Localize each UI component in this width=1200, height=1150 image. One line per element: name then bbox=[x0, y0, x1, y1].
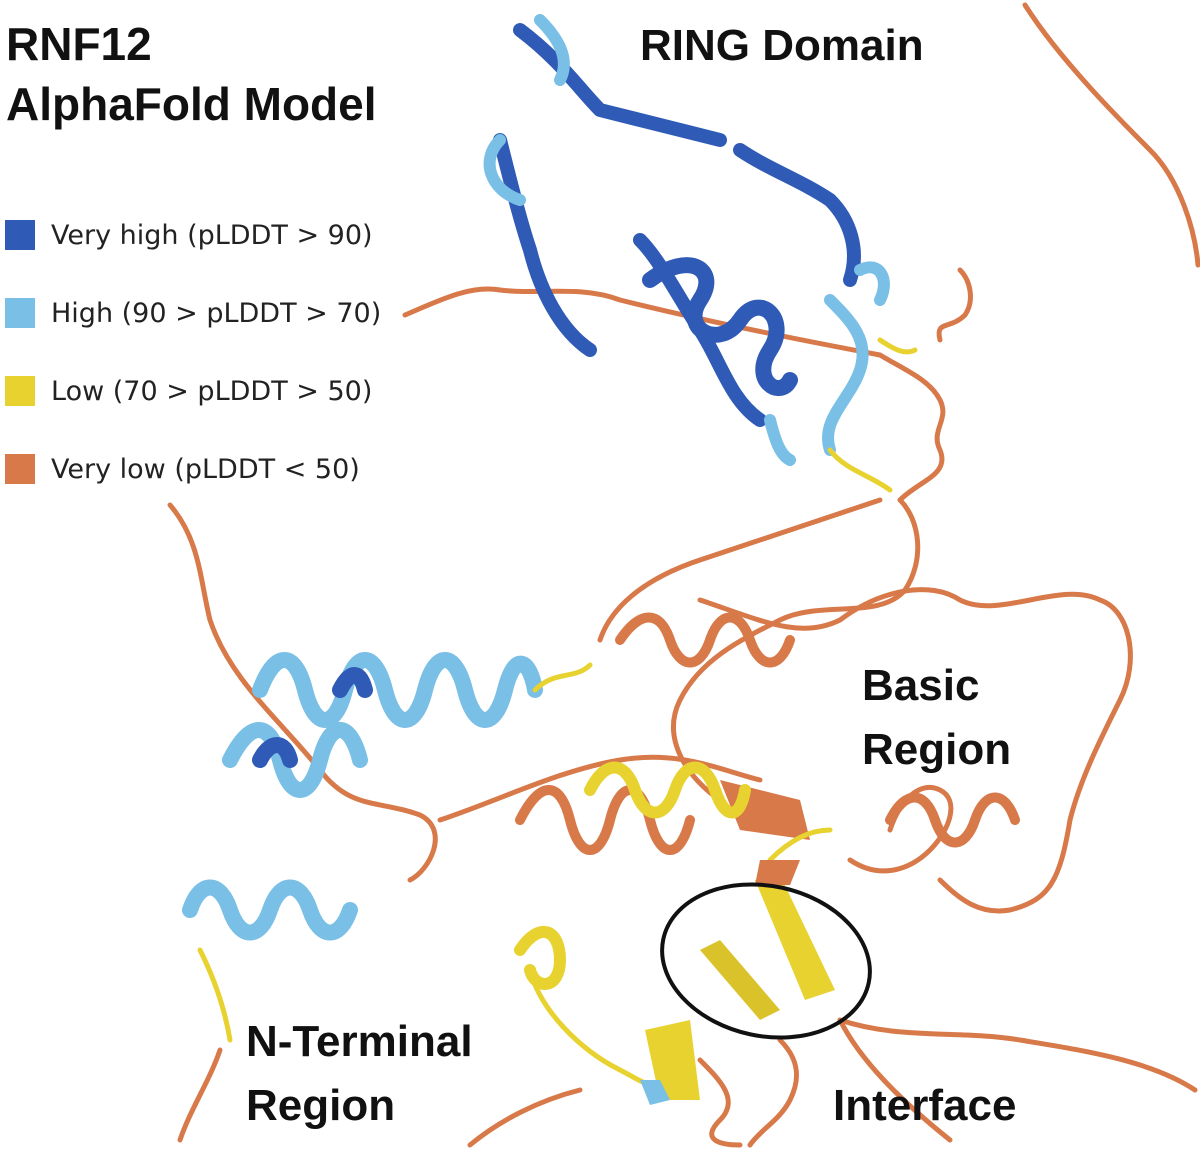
legend-item-low: Low (70 > pLDDT > 50) bbox=[5, 352, 381, 430]
title-line-1: RNF12 bbox=[6, 18, 152, 70]
interface-helix bbox=[514, 761, 751, 990]
legend-item-very-high: Very high (pLDDT > 90) bbox=[5, 196, 381, 274]
ring-high-segments bbox=[483, 14, 890, 466]
interface-highlight-ellipse bbox=[660, 882, 872, 1040]
legend-swatch-high bbox=[5, 298, 35, 328]
very-low-loops bbox=[167, 2, 1200, 1148]
legend-swatch-very-low bbox=[5, 454, 35, 484]
n-terminal-helix bbox=[182, 652, 543, 941]
legend-swatch-low bbox=[5, 376, 35, 406]
interface-sheet-2 bbox=[700, 940, 780, 1020]
interface-label: Interface bbox=[833, 1081, 1017, 1130]
ring-helix bbox=[642, 257, 798, 396]
legend: Very high (pLDDT > 90) High (90 > pLDDT … bbox=[5, 196, 381, 508]
ring-domain-label: RING Domain bbox=[640, 21, 924, 70]
n-terminal-region-label: N-Terminal Region bbox=[246, 1014, 473, 1134]
legend-label: Very high (pLDDT > 90) bbox=[51, 219, 373, 251]
n-terminal-very-high bbox=[252, 667, 373, 768]
interface-sheet-5 bbox=[755, 860, 800, 885]
n-terminal-label-line-2: Region bbox=[246, 1081, 396, 1130]
ring-domain-structure bbox=[493, 23, 861, 427]
ring-low-segments bbox=[827, 337, 918, 493]
n-terminal-low bbox=[197, 662, 593, 1043]
legend-item-high: High (90 > pLDDT > 70) bbox=[5, 274, 381, 352]
legend-label: Very low (pLDDT < 50) bbox=[51, 453, 360, 485]
legend-swatch-very-high bbox=[5, 220, 35, 250]
legend-label: Low (70 > pLDDT > 50) bbox=[51, 375, 373, 407]
legend-label: High (90 > pLDDT > 70) bbox=[51, 297, 382, 329]
interface-sheet-4 bbox=[640, 1080, 670, 1105]
basic-region-label: Basic Region bbox=[862, 658, 1011, 778]
title-line-2: AlphaFold Model bbox=[6, 78, 377, 130]
basic-region-label-line-1: Basic bbox=[862, 661, 980, 710]
interface-sheet-1 bbox=[755, 875, 835, 1000]
legend-item-very-low: Very low (pLDDT < 50) bbox=[5, 430, 381, 508]
basic-region-label-line-2: Region bbox=[862, 725, 1012, 774]
figure-title: RNF12 AlphaFold Model bbox=[6, 14, 377, 134]
n-terminal-label-line-1: N-Terminal bbox=[246, 1017, 473, 1066]
very-low-helices bbox=[515, 612, 1020, 855]
